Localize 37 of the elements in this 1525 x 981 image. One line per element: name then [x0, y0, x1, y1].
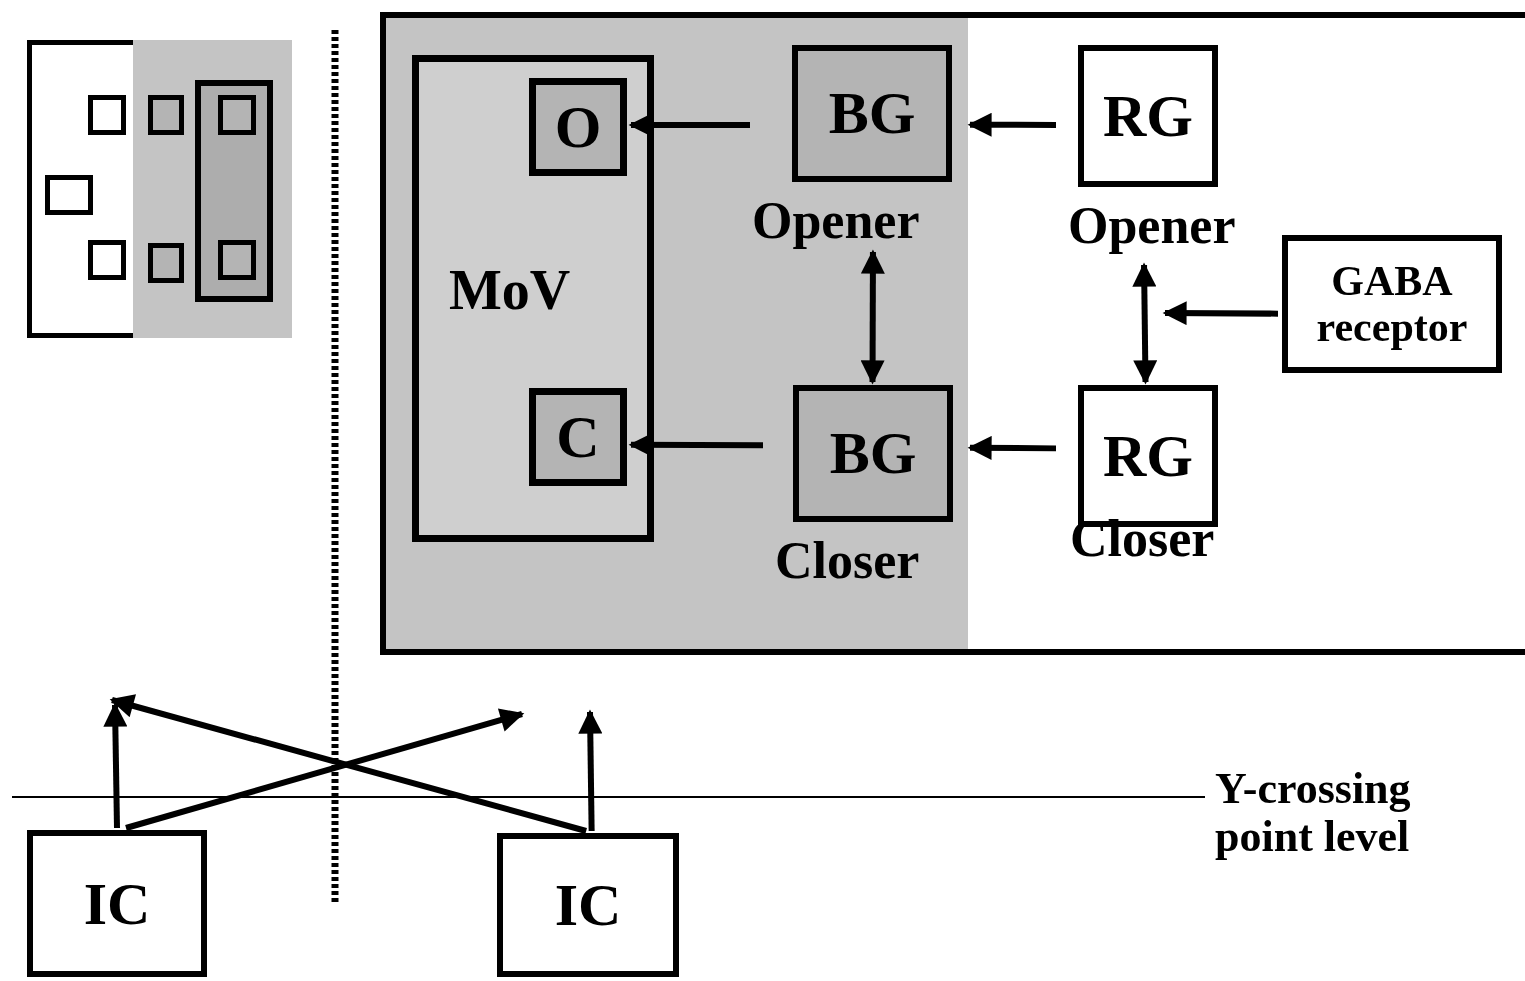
group-box: [412, 55, 654, 542]
panel: [27, 40, 292, 338]
arrow: [125, 708, 525, 831]
process-box: IC: [27, 830, 207, 977]
arrow: [103, 702, 128, 829]
small-square: [88, 95, 126, 135]
box-caption: Opener: [752, 195, 920, 247]
arrow: [1162, 301, 1279, 326]
level-label: Y-crossing point level: [1215, 765, 1412, 862]
small-square: [148, 95, 184, 135]
group-label: MoV: [449, 262, 571, 318]
box-caption: Opener: [1068, 200, 1236, 252]
arrow: [967, 435, 1057, 460]
small-square: [45, 175, 93, 215]
process-box: IC: [497, 833, 679, 977]
panel: [133, 40, 292, 338]
arrow: [628, 432, 763, 457]
process-box: GABA receptor: [1282, 235, 1502, 373]
process-box: BG: [793, 385, 953, 522]
process-box: BG: [792, 45, 952, 182]
arrow: [628, 113, 750, 137]
panel: [195, 80, 273, 302]
arrow: [578, 709, 603, 832]
arrow: [109, 694, 587, 834]
process-box: RG: [1078, 45, 1218, 187]
process-box: C: [529, 388, 627, 486]
small-square: [218, 240, 256, 280]
arrow: [1132, 262, 1158, 385]
panel: [380, 12, 1525, 655]
panel: [386, 18, 968, 649]
process-box: O: [529, 78, 627, 176]
box-caption: Closer: [775, 535, 920, 587]
arrow: [967, 112, 1057, 137]
small-square: [88, 240, 126, 280]
small-square: [218, 95, 256, 135]
arrow: [860, 249, 885, 385]
small-square: [148, 243, 184, 283]
